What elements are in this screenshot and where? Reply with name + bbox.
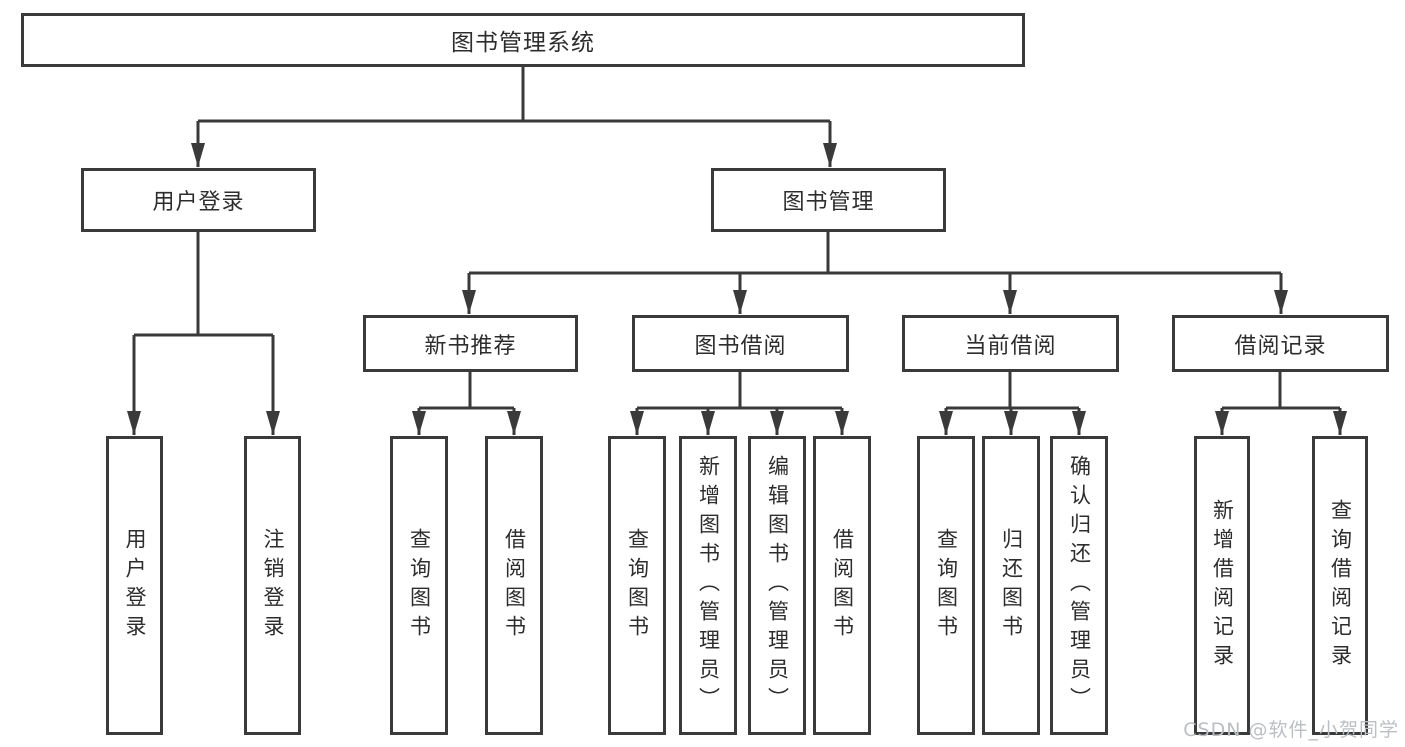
node-user-login: 用户登录 <box>81 168 316 232</box>
connector-book-borrowing-children <box>630 372 849 435</box>
leaf-bb-query-books: 查询图书 <box>608 436 666 735</box>
leaf-cb-confirm-return-admin: 确认归还（管理员） <box>1050 436 1108 735</box>
leaf-nbr-borrow-books-label: 借阅图书 <box>502 527 527 644</box>
node-borrowing-records: 借阅记录 <box>1172 315 1389 372</box>
node-book-management: 图书管理 <box>711 168 946 232</box>
leaf-cb-return-books-label: 归还图书 <box>999 527 1024 644</box>
connector-borrowing-records-children <box>1215 372 1347 435</box>
leaf-bb-add-books-admin: 新增图书（管理员） <box>679 436 737 735</box>
leaf-cb-query-books-label: 查询图书 <box>934 527 959 644</box>
connector-user-login-children <box>127 232 280 435</box>
connector-current-borrowing-children <box>939 372 1086 435</box>
connector-book-management-children <box>462 232 1288 314</box>
leaf-logout: 注销登录 <box>244 436 301 735</box>
csdn-watermark: CSDN @软件_小贺同学 <box>1183 719 1399 741</box>
leaf-bb-edit-books-admin-label: 编辑图书（管理员） <box>765 455 790 716</box>
leaf-logout-label: 注销登录 <box>261 527 286 644</box>
leaf-nbr-query-books-label: 查询图书 <box>407 527 432 644</box>
leaf-nbr-borrow-books: 借阅图书 <box>485 436 543 735</box>
leaf-user-login-label: 用户登录 <box>123 527 148 644</box>
leaf-br-add-record-label: 新增借阅记录 <box>1210 498 1235 673</box>
node-new-book-recommend: 新书推荐 <box>363 315 578 372</box>
leaf-bb-query-books-label: 查询图书 <box>625 527 650 644</box>
leaf-bb-add-books-admin-label: 新增图书（管理员） <box>696 455 721 716</box>
leaf-br-query-record: 查询借阅记录 <box>1312 436 1368 735</box>
leaf-bb-borrow-books-label: 借阅图书 <box>830 527 855 644</box>
connector-root-to-level1 <box>191 67 837 167</box>
leaf-br-add-record: 新增借阅记录 <box>1194 436 1250 735</box>
leaf-nbr-query-books: 查询图书 <box>390 436 448 735</box>
node-book-borrowing: 图书借阅 <box>632 315 849 372</box>
node-library-management-system: 图书管理系统 <box>21 13 1025 67</box>
leaf-cb-confirm-return-admin-label: 确认归还（管理员） <box>1067 455 1092 716</box>
leaf-user-login: 用户登录 <box>106 436 163 735</box>
leaf-cb-return-books: 归还图书 <box>982 436 1040 735</box>
leaf-cb-query-books: 查询图书 <box>917 436 975 735</box>
node-current-borrowing: 当前借阅 <box>902 315 1119 372</box>
connector-new-book-recommend-children <box>412 372 521 435</box>
leaf-br-query-record-label: 查询借阅记录 <box>1328 498 1353 673</box>
leaf-bb-edit-books-admin: 编辑图书（管理员） <box>748 436 806 735</box>
leaf-bb-borrow-books: 借阅图书 <box>813 436 871 735</box>
